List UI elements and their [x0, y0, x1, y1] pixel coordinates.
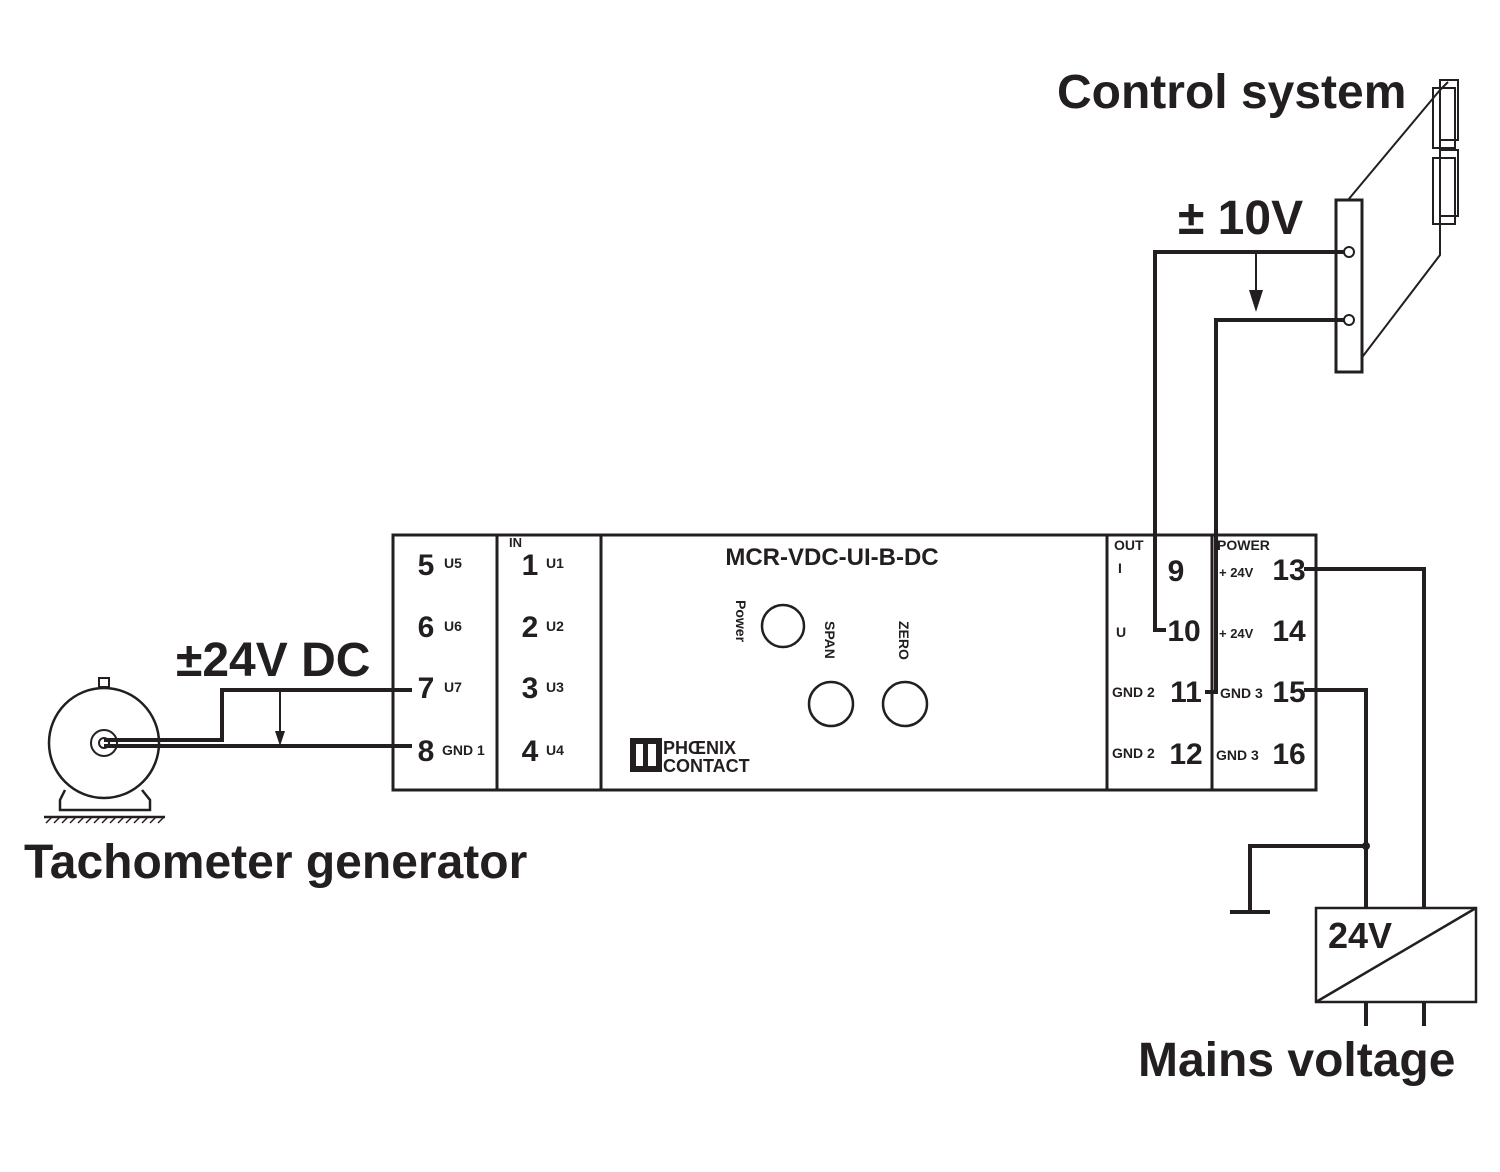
terminal-13-number: 13 — [1272, 554, 1305, 587]
control-system-card — [1334, 79, 1459, 374]
mcr-module: MCR-VDC-UI-B-DC IN OUT POWER 5 U5 6 U6 7… — [391, 533, 1318, 792]
phoenix-contact-logo: PHŒNIX CONTACT — [630, 738, 750, 776]
module-housing — [391, 533, 1318, 792]
terminal-5-number: 5 — [418, 549, 435, 582]
terminal-2-number: 2 — [522, 611, 539, 644]
output-voltage-label: ± 10V — [1178, 192, 1303, 245]
terminal-5-label: U5 — [444, 555, 462, 571]
wire-15-to-supply — [1304, 688, 1368, 908]
mains-voltage-label: Mains voltage — [1138, 1034, 1455, 1087]
terminal-1-number: 1 — [522, 549, 539, 582]
terminal-4-label: U4 — [546, 742, 564, 758]
terminal-13-label: + 24V — [1219, 565, 1254, 580]
terminal-14-number: 14 — [1272, 615, 1306, 648]
tachometer-generator — [44, 677, 165, 824]
power-led-label: Power — [733, 600, 749, 643]
terminal-7-number: 7 — [418, 672, 435, 705]
terminal-15-label: GND 3 — [1220, 685, 1263, 701]
logo-line-2: CONTACT — [663, 756, 750, 776]
terminal-11-label: GND 2 — [1112, 684, 1155, 700]
tachometer-label: Tachometer generator — [24, 836, 527, 889]
terminal-16-label: GND 3 — [1216, 747, 1259, 763]
control-system-label: Control system — [1057, 66, 1406, 119]
terminal-7-label: U7 — [444, 679, 462, 695]
terminal-14-label: + 24V — [1219, 626, 1254, 641]
wire-tacho-to-7 — [104, 688, 412, 742]
wire-10-to-control — [1153, 250, 1344, 632]
input-voltage-arrow — [275, 731, 285, 746]
terminal-3-label: U3 — [546, 679, 564, 695]
terminal-1-label: U1 — [546, 555, 564, 571]
wire-11-to-control — [1205, 318, 1344, 694]
terminal-8-label: GND 1 — [442, 742, 485, 758]
power-led — [760, 603, 806, 649]
terminal-4-number: 4 — [522, 735, 539, 768]
terminal-6-label: U6 — [444, 618, 462, 634]
span-potentiometer[interactable] — [807, 680, 855, 728]
out-header: OUT — [1114, 537, 1144, 553]
terminal-11-number: 11 — [1170, 676, 1202, 709]
input-voltage-label: ±24V DC — [176, 634, 370, 687]
wire-ground — [1248, 844, 1366, 912]
logo-line-1: PHŒNIX — [663, 738, 736, 758]
terminal-6-number: 6 — [418, 611, 435, 644]
terminal-16-number: 16 — [1272, 738, 1305, 771]
terminal-9-number: 9 — [1168, 555, 1185, 588]
zero-label: ZERO — [896, 621, 912, 660]
terminal-12-label: GND 2 — [1112, 745, 1155, 761]
control-system-terminal-block — [1334, 198, 1364, 374]
terminal-12-number: 12 — [1169, 738, 1202, 771]
terminal-15-number: 15 — [1272, 676, 1305, 709]
output-voltage-arrow — [1249, 290, 1263, 312]
terminal-8-number: 8 — [418, 735, 435, 768]
terminal-10-label: U — [1116, 624, 1126, 640]
terminal-10-number: 10 — [1167, 615, 1200, 648]
span-label: SPAN — [822, 621, 838, 659]
module-model-label: MCR-VDC-UI-B-DC — [725, 544, 938, 571]
terminal-9-label: I — [1118, 560, 1122, 576]
terminal-2-label: U2 — [546, 618, 564, 634]
terminal-3-number: 3 — [522, 672, 539, 705]
power-supply: 24V — [1314, 906, 1478, 1004]
power-header: POWER — [1217, 537, 1270, 553]
wire-13-to-supply — [1304, 567, 1426, 908]
in-header: IN — [509, 535, 522, 550]
wiring — [104, 250, 1426, 1026]
zero-potentiometer[interactable] — [881, 680, 929, 728]
supply-label: 24V — [1328, 915, 1392, 956]
